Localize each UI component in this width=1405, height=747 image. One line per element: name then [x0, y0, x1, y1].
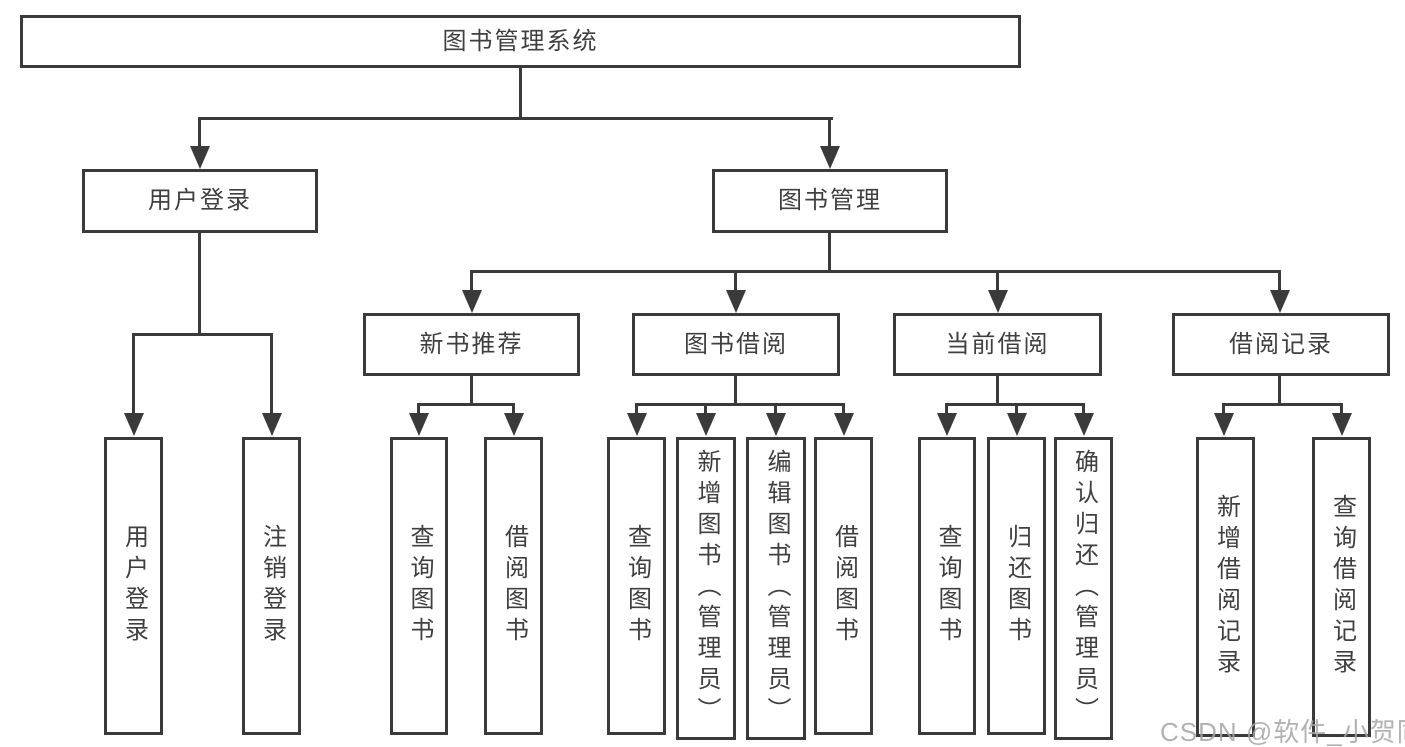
connector-drop-rec-query: [1340, 403, 1343, 414]
leaf-query-borrow-record-label: 查询借阅记录: [1328, 494, 1356, 680]
connector-userlogin-rail: [132, 333, 273, 336]
leaf-bb-query-book-label: 查询图书: [623, 524, 651, 648]
connector-records-stem: [1278, 376, 1281, 406]
connector-drop-cb-query: [945, 403, 948, 414]
node-book-management-label: 图书管理: [778, 187, 882, 214]
connector-drop-login: [132, 333, 135, 414]
arrowhead-cb-confirm: [1074, 413, 1094, 436]
csdn-watermark: CSDN @软件_小贺同学: [1160, 717, 1405, 747]
connector-drop-records: [1278, 270, 1281, 292]
leaf-cb-confirm-return-admin: 确认归还（管理员）: [1054, 437, 1113, 740]
arrowhead-bb-borrow: [834, 413, 854, 436]
arrowhead-nb-borrow: [504, 413, 524, 436]
node-user-login-label: 用户登录: [148, 187, 252, 214]
connector-borrowing-rail: [635, 403, 845, 406]
arrowhead-rec-add: [1214, 413, 1234, 436]
node-new-book-recommend-label: 新书推荐: [419, 330, 524, 358]
leaf-user-login: 用户登录: [104, 437, 163, 735]
connector-drop-newbook: [470, 270, 473, 292]
connector-newbook-rail: [417, 403, 515, 406]
node-user-login: 用户登录: [82, 169, 318, 233]
connector-borrowing-stem: [734, 376, 737, 405]
node-book-borrowing: 图书借阅: [632, 313, 840, 376]
connector-drop-bb-borrow: [842, 403, 845, 414]
node-root-label: 图书管理系统: [442, 27, 599, 55]
leaf-user-login-label: 用户登录: [120, 524, 148, 648]
arrowhead-user-login: [190, 146, 210, 169]
leaf-cb-query-book: 查询图书: [918, 437, 976, 735]
leaf-bb-edit-book-admin-label: 编辑图书（管理员）: [763, 449, 790, 728]
leaf-add-borrow-record-label: 新增借阅记录: [1212, 494, 1240, 680]
leaf-add-borrow-record: 新增借阅记录: [1196, 437, 1255, 737]
arrowhead-current: [988, 290, 1008, 313]
leaf-nb-borrow-book-label: 借阅图书: [500, 524, 528, 648]
leaf-cb-return-book: 归还图书: [987, 437, 1046, 735]
node-book-borrowing-label: 图书借阅: [684, 330, 788, 358]
node-new-book-recommend: 新书推荐: [363, 313, 580, 376]
connector-drop-bb-add: [704, 403, 707, 414]
arrowhead-bb-edit: [766, 413, 786, 436]
connector-root-rail: [198, 117, 833, 120]
connector-bookmgmt-rail: [470, 270, 1281, 273]
connector-drop-rec-add: [1222, 403, 1225, 414]
connector-userlogin-stem: [198, 233, 201, 335]
arrowhead-bb-query: [627, 413, 647, 436]
connector-drop-book-mgmt: [828, 117, 831, 147]
arrowhead-logout: [262, 413, 282, 436]
connector-newbook-stem: [470, 376, 473, 405]
connector-drop-nb-query: [417, 403, 420, 414]
arrowhead-cb-query: [937, 413, 957, 436]
connector-drop-logout: [270, 333, 273, 414]
connector-drop-nb-borrow: [512, 403, 515, 414]
arrowhead-login: [124, 413, 144, 436]
connector-drop-borrow: [734, 270, 737, 292]
connector-drop-cb-return: [1015, 403, 1018, 414]
arrowhead-book-mgmt: [820, 146, 840, 169]
leaf-bb-borrow-book-label: 借阅图书: [830, 524, 858, 648]
connector-drop-current: [996, 270, 999, 292]
arrowhead-rec-query: [1332, 413, 1352, 436]
node-book-management: 图书管理: [712, 169, 948, 233]
connector-drop-bb-query: [635, 403, 638, 414]
leaf-cb-confirm-return-admin-label: 确认归还（管理员）: [1070, 449, 1098, 728]
connector-current-stem: [996, 376, 999, 405]
leaf-nb-query-book-label: 查询图书: [406, 524, 433, 648]
node-borrow-records: 借阅记录: [1172, 313, 1390, 376]
connector-root-stem: [519, 68, 522, 119]
arrowhead-borrow: [726, 290, 746, 313]
node-root: 图书管理系统: [20, 15, 1021, 68]
connector-records-rail: [1222, 403, 1343, 406]
node-current-borrowing-label: 当前借阅: [945, 330, 1050, 358]
leaf-nb-query-book: 查询图书: [390, 437, 448, 735]
node-current-borrowing: 当前借阅: [893, 313, 1102, 376]
connector-drop-user-login: [198, 117, 201, 147]
arrowhead-bb-add: [696, 413, 716, 436]
leaf-query-borrow-record: 查询借阅记录: [1312, 437, 1371, 737]
leaf-bb-borrow-book: 借阅图书: [814, 437, 873, 735]
node-borrow-records-label: 借阅记录: [1229, 330, 1333, 358]
leaf-bb-edit-book-admin: 编辑图书（管理员）: [746, 437, 806, 740]
connector-drop-bb-edit: [774, 403, 777, 414]
arrowhead-cb-return: [1007, 413, 1027, 436]
leaf-bb-query-book: 查询图书: [607, 437, 666, 735]
connector-drop-cb-confirm: [1082, 403, 1085, 414]
arrowhead-nb-query: [409, 413, 429, 436]
leaf-bb-add-book-admin-label: 新增图书（管理员）: [693, 449, 720, 728]
leaf-cb-query-book-label: 查询图书: [934, 524, 961, 648]
leaf-logout: 注销登录: [242, 437, 301, 735]
leaf-cb-return-book-label: 归还图书: [1003, 524, 1031, 648]
leaf-nb-borrow-book: 借阅图书: [484, 437, 543, 735]
leaf-bb-add-book-admin: 新增图书（管理员）: [676, 437, 736, 740]
connector-bookmgmt-stem: [828, 233, 831, 273]
leaf-logout-label: 注销登录: [258, 524, 286, 648]
arrowhead-newbook: [462, 290, 482, 313]
arrowhead-records: [1270, 290, 1290, 313]
